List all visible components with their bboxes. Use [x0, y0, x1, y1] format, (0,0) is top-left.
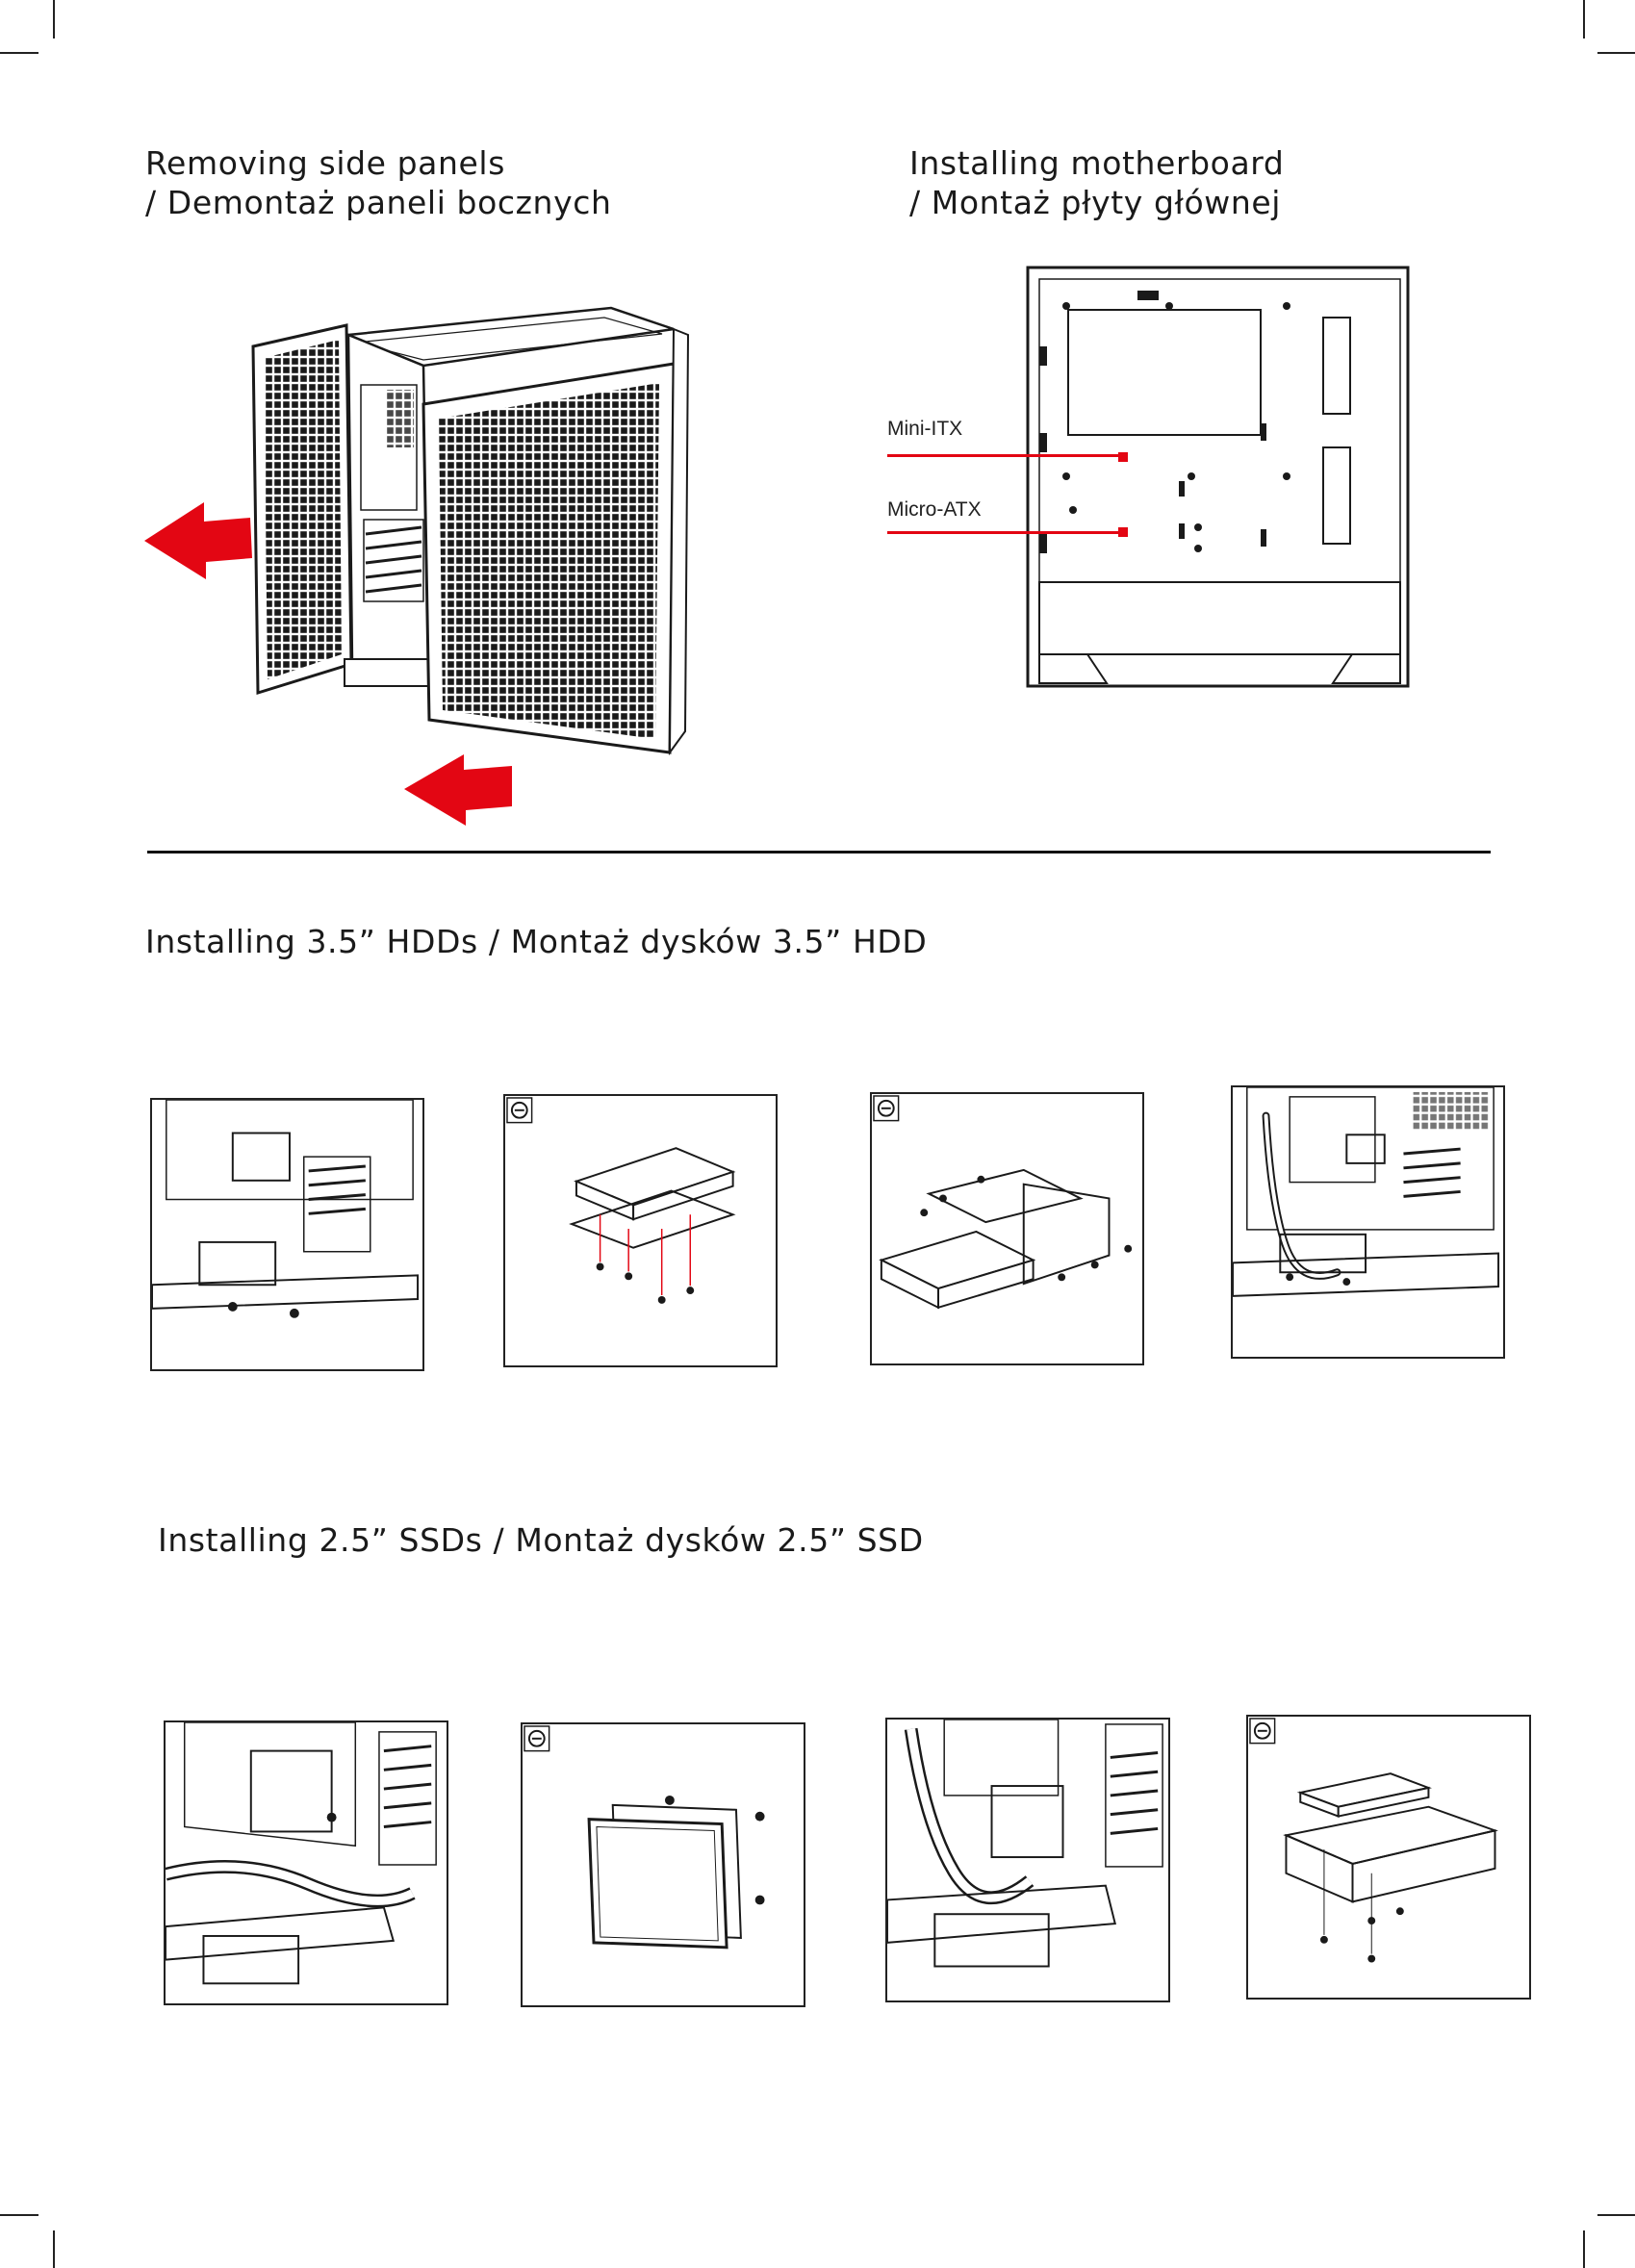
screw-icon [658, 1296, 666, 1304]
crop-mark-bottom-right-h [1597, 2214, 1635, 2216]
screw-icon [625, 1272, 632, 1280]
hdd-step-1-panel [150, 1098, 424, 1371]
hdd-step-4-panel [1231, 1085, 1505, 1359]
screw-icon [1367, 1955, 1375, 1963]
ssd-step-4-panel [1246, 1715, 1531, 2000]
screw-icon [1320, 1936, 1328, 1944]
arrow-left-icon [144, 502, 252, 579]
screw-icon [1286, 1273, 1293, 1281]
screw-icon [327, 1813, 337, 1822]
crop-mark-top-right-h [1597, 52, 1635, 54]
screwdriver-icon [507, 1098, 532, 1123]
micro-atx-leader-line [887, 531, 1123, 534]
crop-mark-top-left-v [53, 0, 55, 38]
ssd-section-title: Installing 2.5” SSDs / Montaż dysków 2.5… [158, 1520, 924, 1560]
screw-icon [1124, 1245, 1132, 1253]
screw-icon [1342, 1278, 1350, 1286]
screw-icon [665, 1796, 675, 1805]
screw-icon [1058, 1273, 1065, 1281]
crop-mark-bottom-left-h [0, 2214, 38, 2216]
screw-icon [290, 1309, 299, 1318]
screw-icon [1091, 1261, 1099, 1269]
screwdriver-icon [1250, 1719, 1275, 1744]
screw-icon [755, 1812, 765, 1822]
mini-itx-leader-line [887, 454, 1123, 457]
arrow-left-icon [404, 754, 512, 826]
crop-mark-top-right-v [1583, 0, 1585, 38]
screw-icon [939, 1195, 947, 1203]
crop-mark-bottom-left-v [53, 2230, 55, 2268]
section-divider [147, 851, 1491, 854]
screw-icon [597, 1263, 604, 1271]
screwdriver-icon [524, 1726, 549, 1751]
screw-icon [686, 1287, 694, 1294]
hdd-section-title: Installing 3.5” HDDs / Montaż dysków 3.5… [145, 922, 927, 961]
motherboard-title-pl: / Montaż płyty głównej [909, 183, 1281, 222]
side-panel-illustration [135, 279, 731, 837]
ssd-step-1-panel [164, 1720, 448, 2005]
screw-icon [755, 1896, 765, 1905]
mini-itx-callout: Mini-ITX [887, 418, 962, 441]
ssd-step-3-panel [885, 1718, 1170, 2002]
hdd-step-3-panel [870, 1092, 1144, 1365]
ssd-step-2-panel [521, 1722, 805, 2007]
motherboard-title-en: Installing motherboard [909, 143, 1284, 183]
screw-icon [228, 1302, 238, 1312]
screw-icon [977, 1176, 984, 1184]
motherboard-tray-illustration [1020, 260, 1415, 702]
crop-mark-top-left-h [0, 52, 38, 54]
screw-icon [1396, 1907, 1404, 1915]
screw-icon [920, 1209, 928, 1216]
screw-icon [1367, 1917, 1375, 1924]
side-panels-title-pl: / Demontaż paneli bocznych [145, 183, 611, 222]
screwdriver-icon [874, 1096, 899, 1121]
hdd-step-2-panel [503, 1094, 778, 1367]
side-panels-title-en: Removing side panels [145, 143, 505, 183]
crop-mark-bottom-right-v [1583, 2230, 1585, 2268]
micro-atx-callout: Micro-ATX [887, 498, 982, 522]
